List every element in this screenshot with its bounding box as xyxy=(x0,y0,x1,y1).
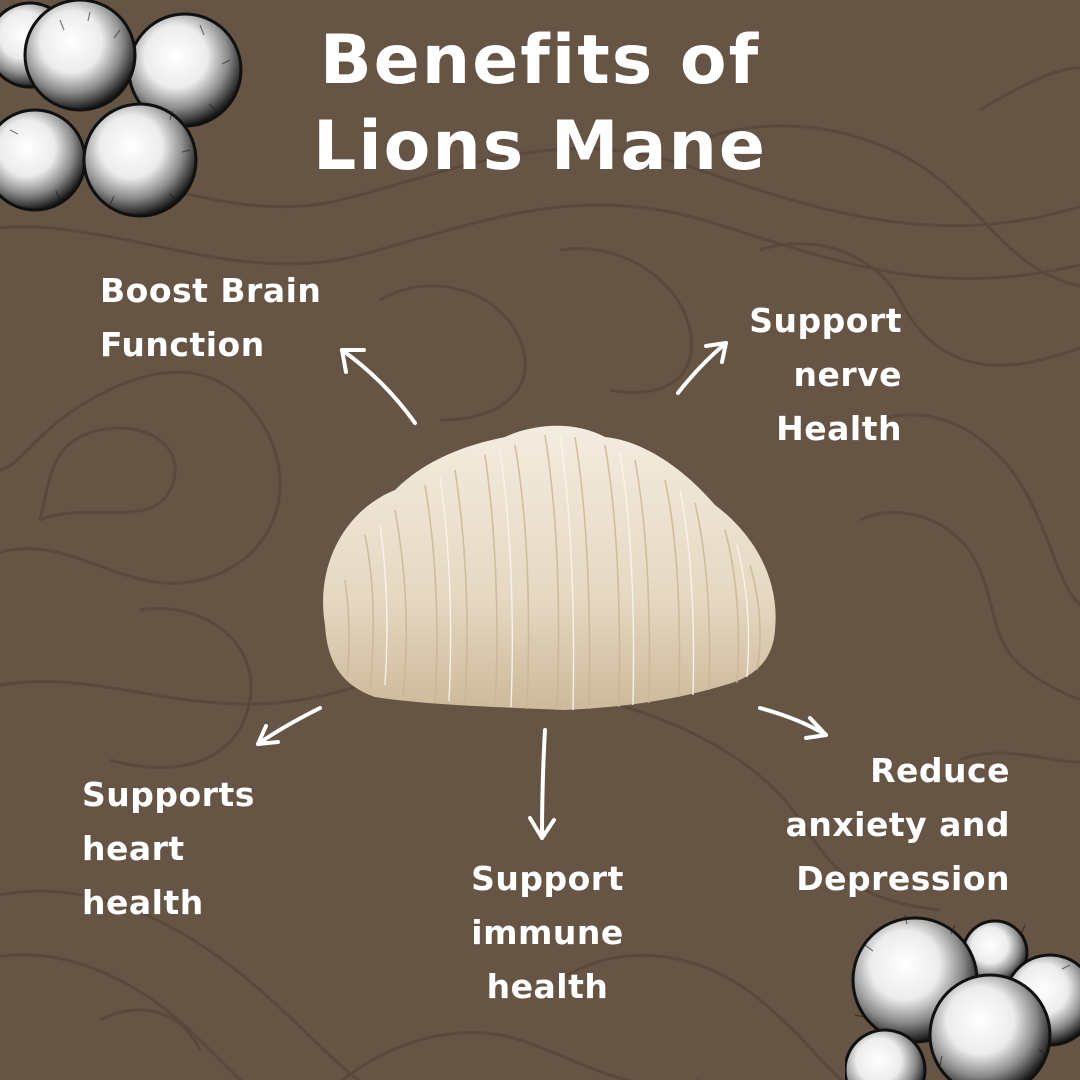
page-title: Benefits of Lions Mane xyxy=(0,18,1080,190)
lions-mane-mushroom-image xyxy=(323,425,776,711)
benefit-anxiety-line-3: Depression xyxy=(796,859,1010,898)
benefit-nerve-health: Support nerve Health xyxy=(690,294,902,456)
mushroom-cluster-illustration-top-left xyxy=(0,0,243,218)
benefit-anxiety-depression: Reduce anxiety and Depression xyxy=(700,744,1010,906)
benefit-nerve-line-1: Support xyxy=(749,301,902,340)
benefit-heart-health: Supports heart health xyxy=(82,768,255,930)
arrow-to-brain-icon xyxy=(340,348,417,425)
benefit-brain-line-2: Function xyxy=(100,325,265,364)
benefit-immune-line-1: Support xyxy=(471,859,624,898)
benefit-heart-line-1: Supports xyxy=(82,775,255,814)
mushroom-cluster-illustration-bottom-right xyxy=(845,914,1080,1080)
benefit-brain-function: Boost Brain Function xyxy=(100,264,321,372)
benefit-brain-line-1: Boost Brain xyxy=(100,271,322,310)
arrow-to-heart-icon xyxy=(256,706,322,746)
benefit-anxiety-line-2: anxiety and xyxy=(785,805,1010,844)
title-line-1: Benefits of xyxy=(319,21,761,100)
benefit-immune-line-2: immune xyxy=(471,913,624,952)
arrow-to-immune-icon xyxy=(528,728,556,840)
title-line-2: Lions Mane xyxy=(313,107,767,186)
arrow-to-anxiety-icon xyxy=(758,706,828,740)
benefit-nerve-line-3: Health xyxy=(776,409,902,448)
benefit-heart-line-2: heart xyxy=(82,829,185,868)
benefit-nerve-line-2: nerve xyxy=(793,355,902,394)
arrow-to-nerve-icon xyxy=(676,341,728,395)
benefit-anxiety-line-1: Reduce xyxy=(870,751,1010,790)
benefit-immune-line-3: health xyxy=(486,967,609,1006)
benefit-immune-health: Support immune health xyxy=(440,852,655,1014)
benefit-heart-line-3: health xyxy=(82,883,204,922)
